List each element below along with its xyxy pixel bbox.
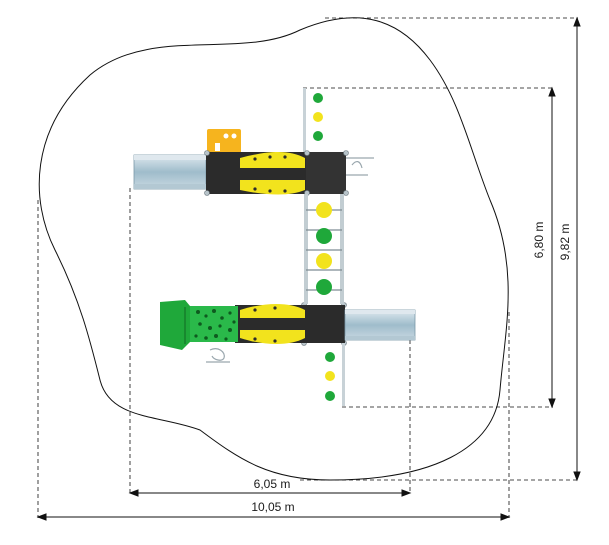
yellow-disc: [313, 112, 323, 122]
climbing-bridge: [304, 194, 344, 304]
safety-zone-outline: [38, 17, 509, 481]
spring-climber: [206, 348, 230, 363]
bottom-deck: [235, 304, 345, 344]
top-panel-strip: [303, 88, 323, 166]
green-disc: [316, 228, 332, 244]
green-disc: [325, 391, 335, 401]
green-disc: [313, 131, 323, 141]
bottom-slide: [344, 309, 416, 341]
yellow-disc: [316, 202, 332, 218]
dimension-arrows: [36, 16, 581, 521]
inner-width-label: 6,05 m: [254, 477, 291, 491]
outer-width-label: 10,05 m: [251, 500, 294, 514]
green-disc: [316, 279, 332, 295]
top-slide: [133, 154, 207, 190]
green-disc: [313, 93, 323, 103]
green-climbing-wall: [160, 300, 238, 350]
top-deck: [206, 152, 346, 195]
yellow-disc: [316, 253, 332, 269]
outer-height-label: 9,82 m: [558, 224, 572, 261]
inner-height-label: 6,80 m: [532, 222, 546, 259]
top-right-rails: [346, 157, 374, 176]
yellow-disc: [325, 371, 335, 381]
orange-panel: [207, 129, 241, 157]
dimension-extension-lines: [37, 17, 578, 518]
green-disc: [325, 352, 335, 362]
bottom-panel-strip: [325, 343, 345, 406]
